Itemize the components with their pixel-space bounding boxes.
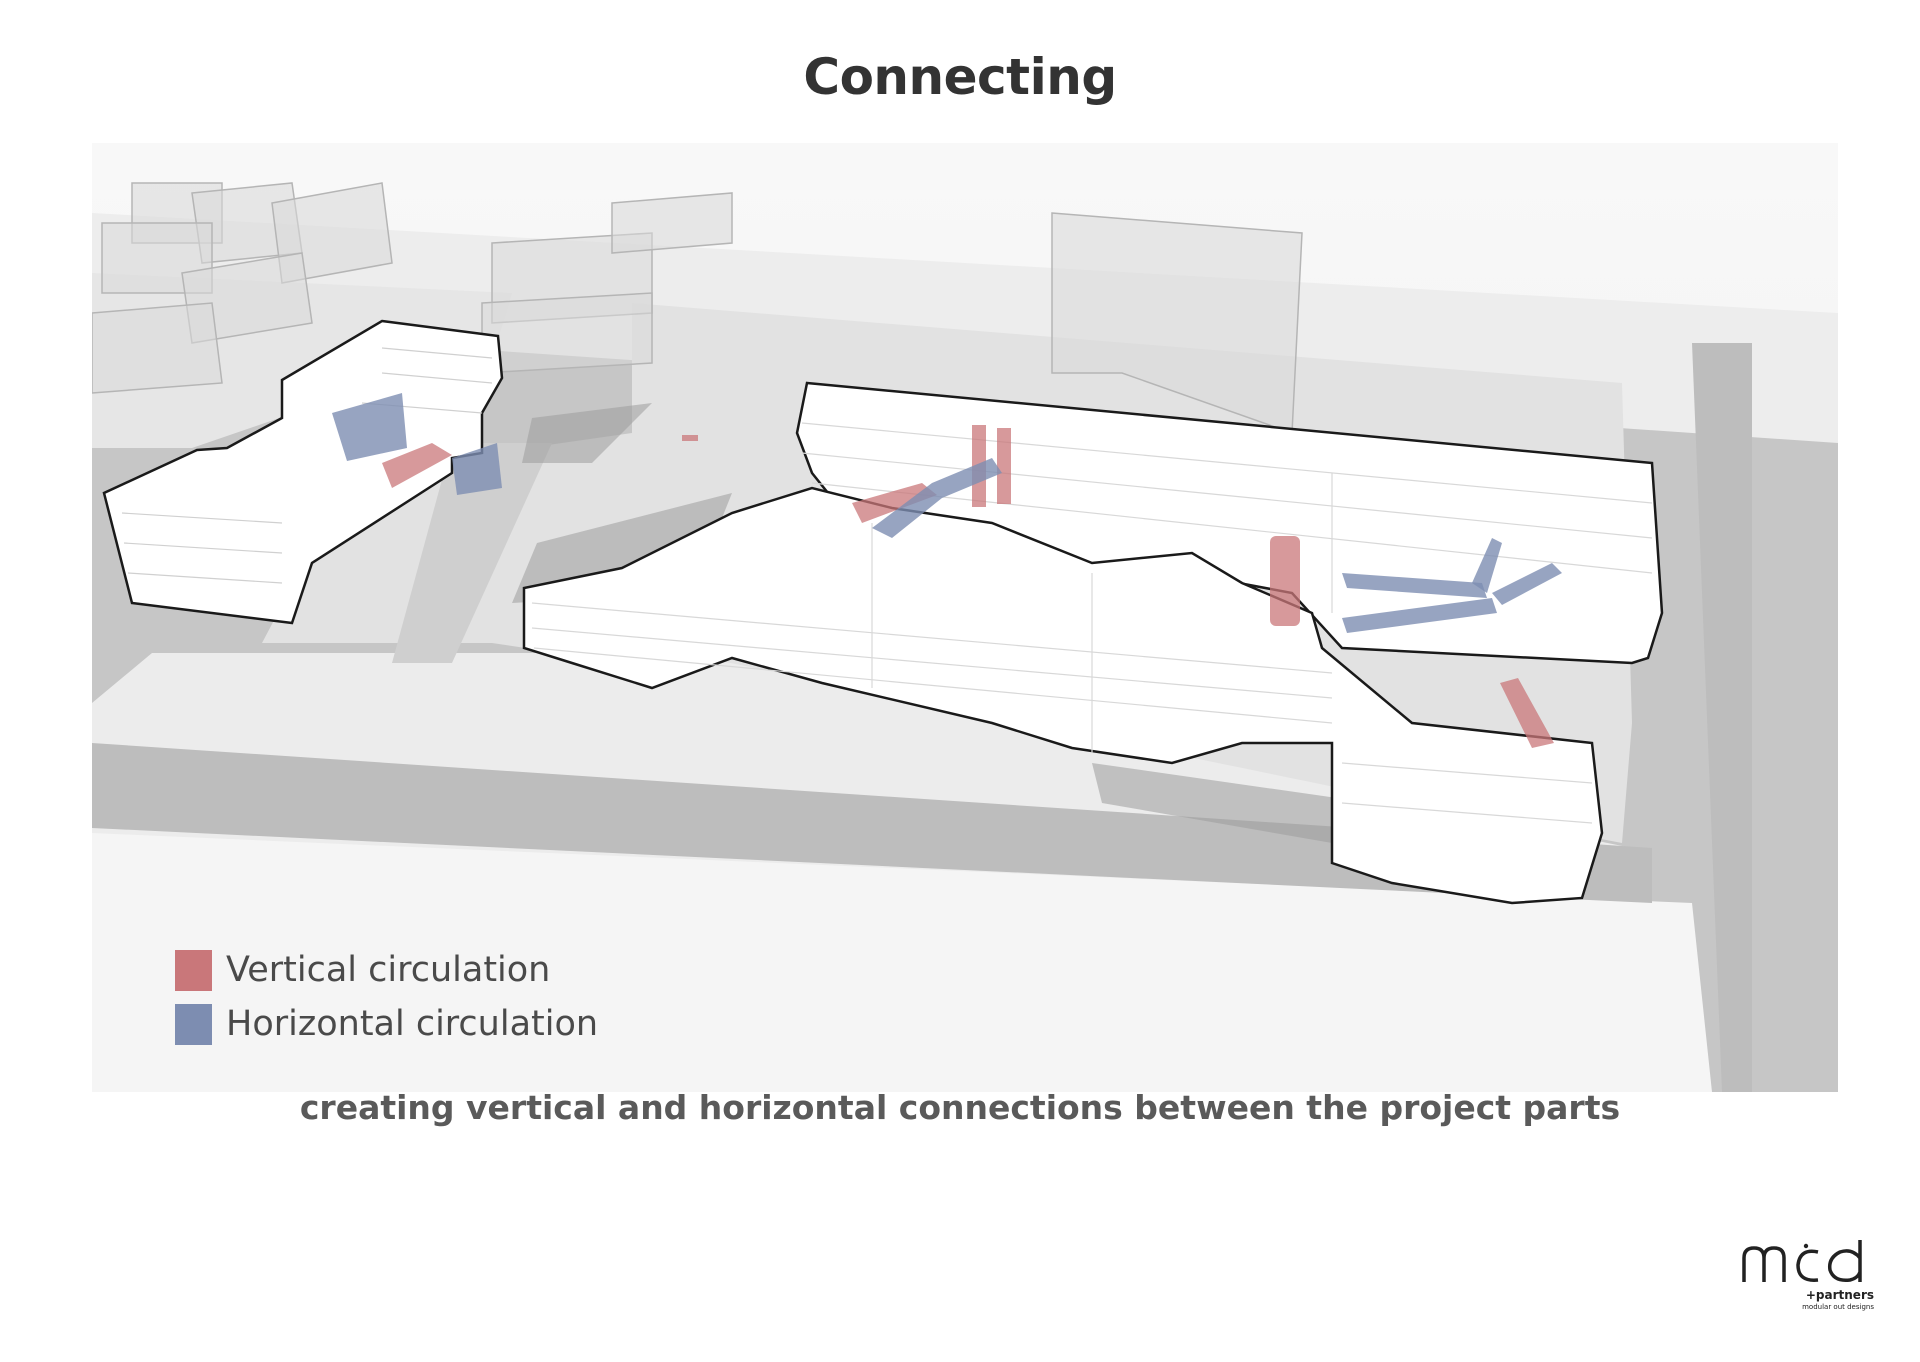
company-logo: +partners modular out designs (1740, 1238, 1880, 1318)
road-front (92, 743, 1652, 903)
legend-swatch-vertical (175, 949, 212, 991)
logo-mark-icon (1742, 1240, 1862, 1283)
building-left (102, 319, 504, 625)
legend-label-vertical: Vertical circulation (226, 950, 551, 990)
horizontal-bridge-right (1342, 573, 1487, 598)
vertical-ramp-right (1500, 678, 1554, 748)
legend: Vertical circulation Horizontal circulat… (175, 943, 598, 1051)
road-middle (392, 443, 552, 663)
horizontal-link-right (1472, 538, 1502, 593)
vertical-stair-center (852, 483, 937, 523)
horizontal-circulation-elements (332, 393, 1562, 633)
vertical-stair-left (382, 443, 452, 488)
road-right (1692, 343, 1752, 1092)
vertical-link-top (682, 435, 698, 441)
page-title: Connecting (803, 48, 1117, 106)
horizontal-bridge-left-2 (452, 443, 502, 495)
logo-partners-text: +partners (1805, 1288, 1874, 1302)
legend-item-horizontal: Horizontal circulation (175, 997, 598, 1051)
horizontal-bridge-center (872, 458, 1002, 538)
legend-label-horizontal: Horizontal circulation (226, 1004, 599, 1044)
vertical-core-2 (997, 428, 1011, 504)
axonometric-diagram: Vertical circulation Horizontal circulat… (92, 143, 1838, 1092)
context-buildings (92, 182, 1303, 435)
horizontal-bridge-right-2 (1342, 598, 1497, 633)
building-front-outline (522, 486, 1604, 905)
site-illustration (92, 143, 1838, 1092)
horizontal-link-far-right (1492, 563, 1562, 605)
vertical-core-3 (1270, 536, 1300, 626)
horizontal-bridge-left (332, 393, 407, 461)
diagram-caption: creating vertical and horizontal connect… (299, 1088, 1621, 1127)
building-front (522, 486, 1604, 905)
legend-item-vertical: Vertical circulation (175, 943, 598, 997)
legend-swatch-horizontal (175, 1003, 212, 1045)
vertical-circulation-elements (382, 425, 1554, 748)
plot-bottom (92, 833, 1712, 1092)
logo-tagline-text: modular out designs (1802, 1303, 1874, 1311)
